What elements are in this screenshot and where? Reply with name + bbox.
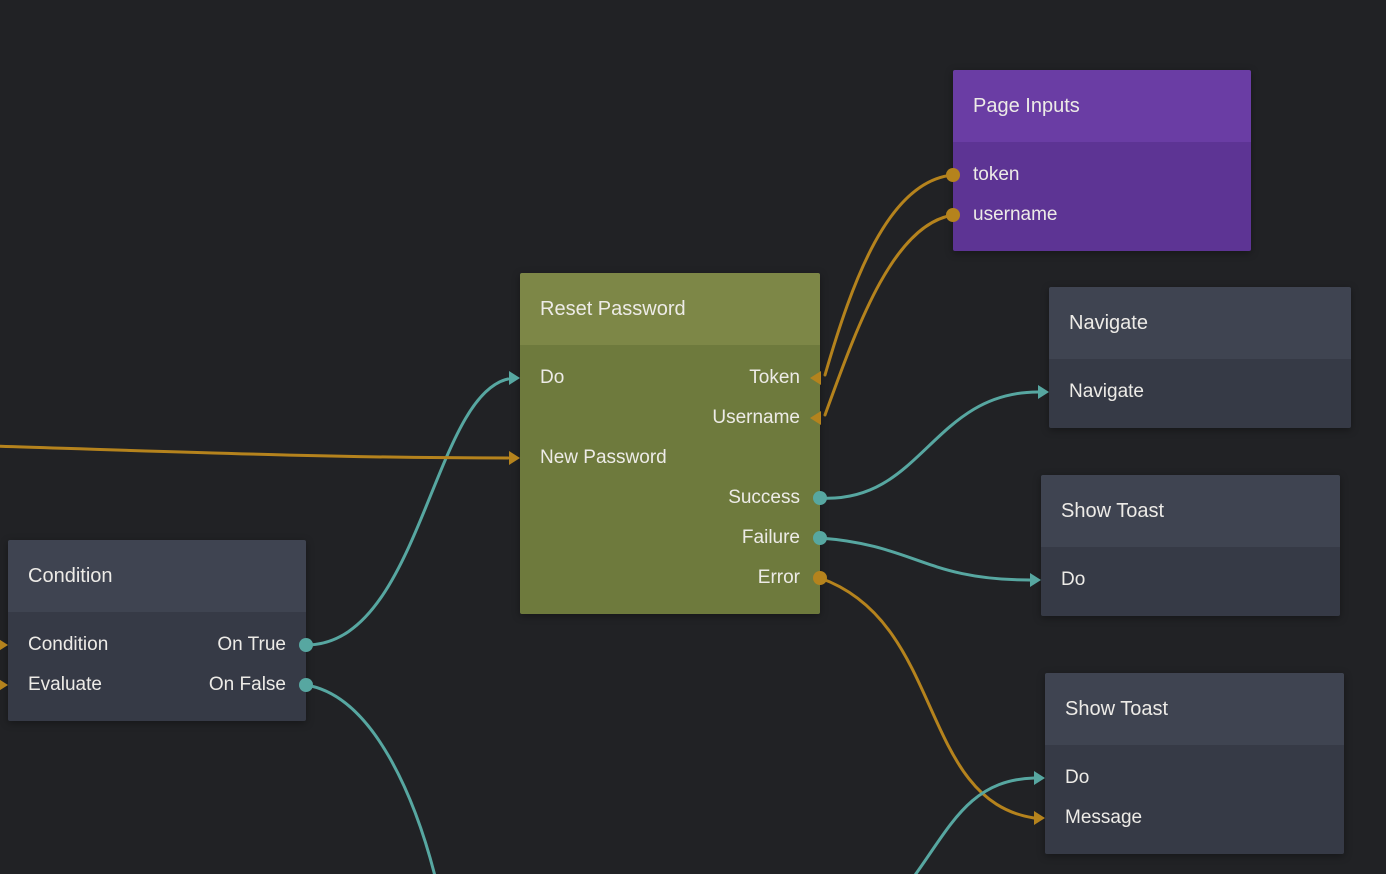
edge-success-to-navigate[interactable] bbox=[818, 390, 1040, 500]
port-label: On False bbox=[208, 674, 286, 695]
output-port-on-false[interactable] bbox=[299, 678, 313, 692]
port-row: Navigate bbox=[1038, 372, 1351, 412]
port-label: On True bbox=[217, 634, 286, 655]
port-row: Username bbox=[520, 398, 821, 438]
node-title: Navigate bbox=[1069, 311, 1148, 334]
port-label: Success bbox=[728, 487, 800, 508]
input-port-do[interactable] bbox=[1030, 573, 1041, 587]
port-row: username bbox=[946, 195, 1251, 235]
port-row: Do bbox=[1034, 758, 1344, 798]
port-label: username bbox=[973, 204, 1058, 225]
port-row: Failure bbox=[520, 518, 827, 558]
node-body: Do bbox=[1030, 547, 1340, 616]
port-label: Username bbox=[712, 407, 800, 428]
port-label: Evaluate bbox=[28, 674, 102, 695]
output-port-success[interactable] bbox=[813, 491, 827, 505]
input-port-token[interactable] bbox=[810, 371, 821, 385]
input-port-do[interactable] bbox=[509, 371, 520, 385]
port-label: Message bbox=[1065, 807, 1143, 828]
edge-ontrue-to-do[interactable] bbox=[304, 377, 510, 647]
node-body: Condition On True Evaluate On False bbox=[0, 612, 313, 721]
port-label: Do bbox=[1065, 767, 1090, 788]
node-navigate[interactable]: Navigate Navigate bbox=[1038, 287, 1351, 428]
port-row: Condition On True bbox=[0, 625, 313, 665]
port-label: Do bbox=[540, 367, 565, 388]
node-header[interactable]: Show Toast bbox=[1045, 673, 1344, 745]
node-body: Do Token Username New Password Success F… bbox=[509, 345, 827, 614]
node-title: Reset Password bbox=[540, 297, 686, 320]
port-label: token bbox=[973, 164, 1020, 185]
node-body: Navigate bbox=[1038, 359, 1351, 428]
node-reset-password[interactable]: Reset Password Do Token Username New Pas… bbox=[509, 273, 827, 614]
port-label: Token bbox=[749, 367, 800, 388]
port-row: Success bbox=[520, 478, 827, 518]
edge-incoming-showtoast2-do[interactable] bbox=[910, 776, 1036, 874]
node-header[interactable]: Show Toast bbox=[1041, 475, 1340, 547]
node-condition[interactable]: Condition Condition On True Evaluate On … bbox=[0, 540, 313, 721]
node-show-toast-1[interactable]: Show Toast Do bbox=[1030, 475, 1340, 616]
port-row: Do Token bbox=[509, 358, 821, 398]
port-row: Message bbox=[1034, 798, 1344, 838]
port-row: Error bbox=[520, 558, 827, 598]
node-header[interactable]: Condition bbox=[8, 540, 306, 612]
input-port-do[interactable] bbox=[1034, 771, 1045, 785]
node-show-toast-2[interactable]: Show Toast Do Message bbox=[1034, 673, 1344, 854]
node-title: Page Inputs bbox=[973, 94, 1080, 117]
node-title: Show Toast bbox=[1065, 697, 1169, 720]
output-port-failure[interactable] bbox=[813, 531, 827, 545]
output-port-token[interactable] bbox=[946, 168, 960, 182]
port-label: Navigate bbox=[1069, 381, 1144, 402]
node-body: Do Message bbox=[1034, 745, 1344, 854]
node-header[interactable]: Page Inputs bbox=[953, 70, 1251, 142]
input-port-new-password[interactable] bbox=[509, 451, 520, 465]
output-port-error[interactable] bbox=[813, 571, 827, 585]
node-title: Condition bbox=[28, 564, 113, 587]
input-port-evaluate[interactable] bbox=[0, 678, 8, 692]
edge-pageinputs-token-to-token[interactable] bbox=[823, 173, 955, 377]
edge-pageinputs-username-to-username[interactable] bbox=[823, 213, 955, 417]
input-port-message[interactable] bbox=[1034, 811, 1045, 825]
edge-incoming-newpassword[interactable] bbox=[0, 444, 510, 460]
port-row: token bbox=[946, 155, 1251, 195]
node-page-inputs[interactable]: Page Inputs token username bbox=[946, 70, 1251, 251]
edge-failure-to-showtoast-do[interactable] bbox=[818, 536, 1032, 582]
port-label: New Password bbox=[540, 447, 667, 468]
node-body: token username bbox=[946, 142, 1251, 251]
input-port-navigate[interactable] bbox=[1038, 385, 1049, 399]
input-port-condition[interactable] bbox=[0, 638, 8, 652]
output-port-on-true[interactable] bbox=[299, 638, 313, 652]
edge-error-to-showtoast-message[interactable] bbox=[818, 576, 1036, 820]
port-label: Condition bbox=[28, 634, 109, 655]
node-header[interactable]: Navigate bbox=[1049, 287, 1351, 359]
port-row: Do bbox=[1030, 560, 1340, 600]
edge-onfalse-outgoing[interactable] bbox=[304, 683, 436, 874]
port-row: New Password bbox=[509, 438, 820, 478]
input-port-username[interactable] bbox=[810, 411, 821, 425]
port-label: Error bbox=[757, 567, 800, 588]
node-header[interactable]: Reset Password bbox=[520, 273, 820, 345]
node-title: Show Toast bbox=[1061, 499, 1165, 522]
port-label: Do bbox=[1061, 569, 1086, 590]
output-port-username[interactable] bbox=[946, 208, 960, 222]
port-label: Failure bbox=[741, 527, 800, 548]
port-row: Evaluate On False bbox=[0, 665, 313, 705]
